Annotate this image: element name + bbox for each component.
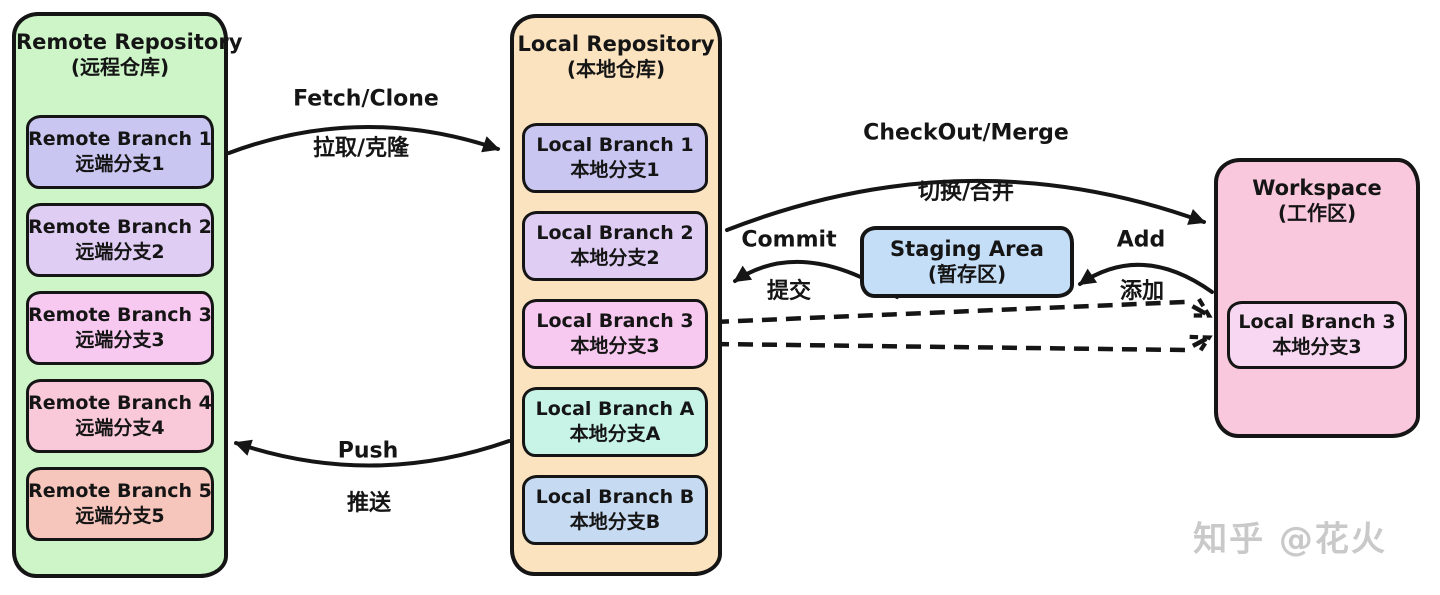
add-label-zh: 添加 [1119,279,1165,304]
local-repository-subtitle: (本地仓库) [566,57,666,82]
remote-branch-1: Remote Branch 1 远端分支1 [26,115,214,189]
staging-area-title: Staging Area [890,237,1044,261]
local-branch-a-label: Local Branch A [535,398,695,421]
staging-area-subtitle: (暂存区) [927,262,1007,287]
local-branch-1: Local Branch 1 本地分支1 [522,123,708,193]
remote-branch-4-label: Remote Branch 4 [28,392,212,415]
sync-dashed-arrow-top [713,302,1208,322]
local-repository-title: Local Repository [517,32,715,56]
workspace-title: Workspace [1252,176,1382,200]
add-arrow [1078,262,1214,294]
remote-branch-5: Remote Branch 5 远端分支5 [26,467,214,541]
add-label: Add [1116,227,1166,253]
remote-branch-2: Remote Branch 2 远端分支2 [26,203,214,277]
fetch-clone-label-zh: 拉取/克隆 [312,136,410,161]
remote-branch-5-label: Remote Branch 5 [28,480,212,503]
workspace-box: Workspace (工作区) [1214,158,1420,438]
remote-branch-2-label: Remote Branch 2 [28,216,212,239]
workspace-subtitle: (工作区) [1277,201,1357,226]
fetch-clone-arrow [227,124,500,155]
local-branch-a-label-zh: 本地分支A [569,423,661,445]
remote-branch-1-label: Remote Branch 1 [28,128,212,151]
local-branch-3-label-zh: 本地分支3 [570,335,660,357]
checkout-merge-label-zh: 切换/合并 [917,180,1015,205]
push-arrow [234,439,511,468]
commit-label-zh: 提交 [766,279,812,304]
checkout-merge-label: CheckOut/Merge [863,120,1069,146]
local-branch-1-label-zh: 本地分支1 [570,159,660,181]
local-branch-a: Local Branch A 本地分支A [522,387,708,457]
workspace-branch-label: Local Branch 3 [1238,311,1396,334]
remote-branch-4: Remote Branch 4 远端分支4 [26,379,214,453]
remote-branch-3-label: Remote Branch 3 [28,304,212,327]
commit-label: Commit [741,227,837,253]
local-branch-2-label-zh: 本地分支2 [570,247,660,269]
fetch-clone-label: Fetch/Clone [293,86,439,112]
local-branch-b-label: Local Branch B [535,486,695,509]
local-branch-2-label: Local Branch 2 [536,222,694,245]
staging-area-box: Staging Area (暂存区) [860,226,1074,298]
local-branch-3-label: Local Branch 3 [536,310,694,333]
remote-branch-4-label-zh: 远端分支4 [75,417,165,439]
local-branch-b: Local Branch B 本地分支B [522,475,708,545]
remote-branch-5-label-zh: 远端分支5 [75,505,165,527]
local-branch-b-label-zh: 本地分支B [569,511,661,533]
remote-branch-1-label-zh: 远端分支1 [75,153,165,175]
workspace-branch: Local Branch 3 本地分支3 [1227,301,1407,369]
remote-branch-2-label-zh: 远端分支2 [75,241,165,263]
remote-branch-3: Remote Branch 3 远端分支3 [26,291,214,365]
local-branch-2: Local Branch 2 本地分支2 [522,211,708,281]
push-label-zh: 推送 [346,491,392,516]
remote-repository-subtitle: (远程仓库) [70,55,170,80]
local-branch-1-label: Local Branch 1 [536,134,694,157]
checkout-merge-arrow [725,178,1206,232]
sync-dashed-arrow-bottom [713,338,1208,350]
local-branch-3: Local Branch 3 本地分支3 [522,299,708,369]
remote-repository-title: Remote Repository [16,30,243,54]
watermark: 知乎 @花火 [1193,519,1387,560]
remote-branch-3-label-zh: 远端分支3 [75,329,165,351]
workspace-branch-label-zh: 本地分支3 [1272,336,1362,358]
push-label: Push [337,438,399,464]
